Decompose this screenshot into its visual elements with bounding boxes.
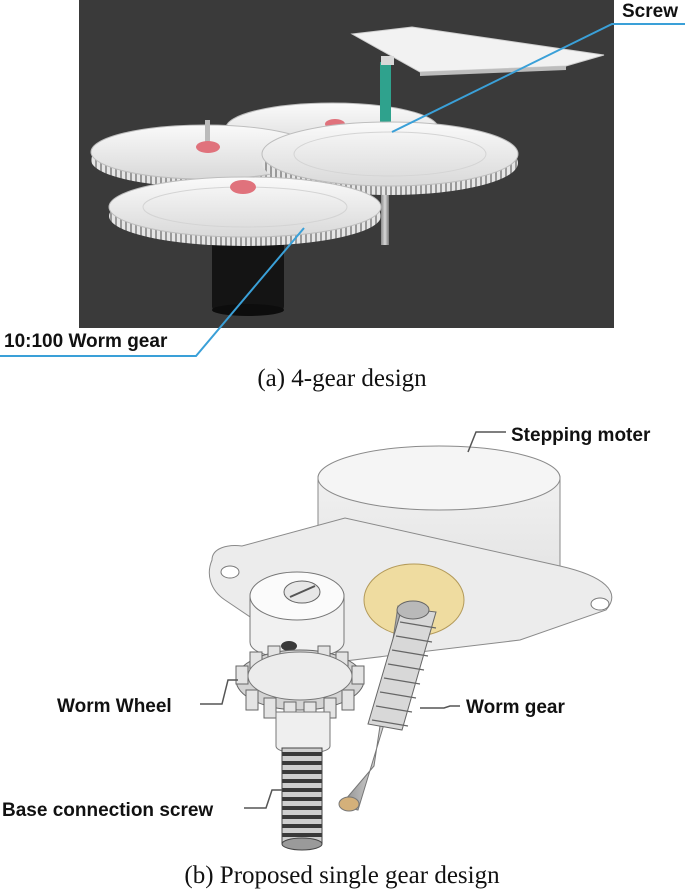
label-stepping-motor: Stepping moter [511,425,651,446]
gear-hub [196,141,220,153]
leader-base-screw [244,789,282,809]
caption-b: (b) Proposed single gear design [184,862,500,889]
gear-front-right [261,121,519,195]
gear-back-left [90,120,320,187]
gear-shaft [205,120,210,145]
top-plate [350,26,605,73]
leader-screw [391,23,685,133]
set-screw [281,641,297,651]
leader-worm-gear [0,227,305,357]
motor-bottom [212,304,284,316]
caption-a: (a) 4-gear design [257,365,427,392]
panel-b-render: Stepping moter Worm Wheel Worm gear Base… [2,425,651,851]
leader-worm-wheel [200,679,238,705]
worm-gear-assembly [338,600,437,812]
worm-wheel [235,645,365,723]
label-worm-gear-a: 10:100 Worm gear [4,331,168,352]
motor-cylinder [212,232,284,312]
mount-hole-left [220,565,240,579]
label-base-screw: Base connection screw [2,800,213,821]
mount-hole-right [590,597,610,611]
gear-front-left [108,176,382,246]
screw-teal-shaft [380,62,391,154]
label-worm-wheel: Worm Wheel [57,696,172,717]
base-connection-screw [281,747,323,851]
panel-a-render: Screw 10:100 Worm gear [0,0,685,357]
worm-wheel-hub [249,571,345,659]
gear-hub [230,180,256,194]
leader-stepping-motor [467,431,506,453]
leader-worm-gear-b [420,705,460,709]
label-worm-gear-b: Worm gear [466,697,566,718]
label-screw: Screw [622,1,678,22]
